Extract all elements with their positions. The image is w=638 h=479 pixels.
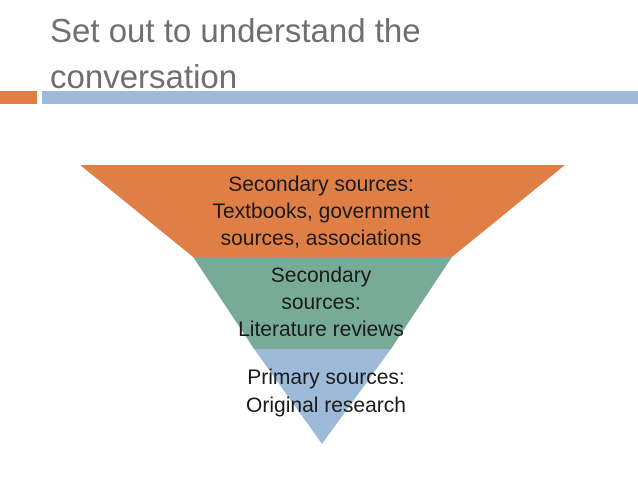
funnel-top-line-3: sources, associations xyxy=(221,227,422,250)
title-line-2: conversation xyxy=(50,58,238,95)
title-line-1: Set out to understand the xyxy=(50,12,421,49)
funnel-bottom-line-2: Original research xyxy=(246,394,406,417)
funnel-layer-top xyxy=(80,165,565,257)
funnel-middle-line-1: Secondary xyxy=(271,264,372,287)
funnel-bottom-line-1: Primary sources: xyxy=(247,366,405,389)
title-accent-bar-blue xyxy=(42,91,638,104)
funnel-top-line-2: Textbooks, government xyxy=(212,200,429,223)
funnel-layer-bottom xyxy=(254,349,391,444)
funnel-top-line-1: Secondary sources: xyxy=(228,173,414,196)
title-accent-bar-orange xyxy=(0,91,37,104)
funnel-middle-line-3: Literature reviews xyxy=(238,318,404,341)
slide-title: Set out to understand the conversation xyxy=(50,8,610,100)
funnel-middle-line-2: sources: xyxy=(281,291,360,314)
funnel-layer-middle xyxy=(193,257,452,349)
